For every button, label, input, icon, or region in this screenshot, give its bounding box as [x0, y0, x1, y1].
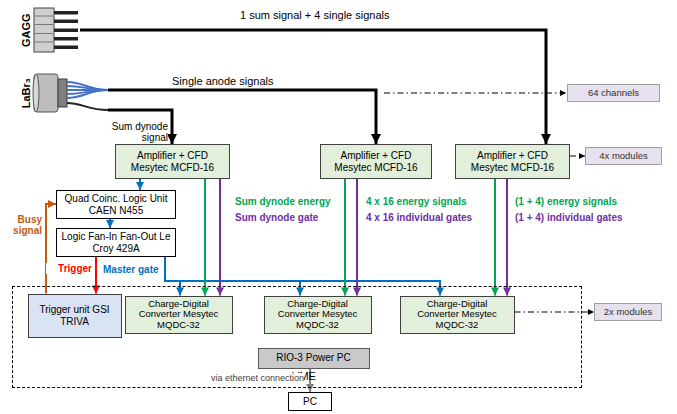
- signal-connector: [219, 179, 221, 296]
- box-label: Amplifier + CFD Mesytec MCFD-16: [125, 150, 221, 172]
- connector-group: [46, 30, 594, 392]
- signal-label: Sum dynode gate: [235, 212, 318, 223]
- signal-label: Trigger: [46, 263, 92, 274]
- logic-unit-box: Logic Fan-In Fan-Out Le Croy 429A: [56, 228, 176, 257]
- readout-pin: [54, 29, 78, 33]
- signal-label: 4 x 16 individual gates: [366, 212, 472, 223]
- note-label: 4x modules: [599, 151, 648, 162]
- signal-connector: [506, 179, 508, 296]
- signal-label: Single anode signals: [172, 75, 274, 87]
- pc-box: PC: [288, 392, 332, 411]
- box-label: Amplifier + CFD Mesytec MCFD-16: [328, 150, 424, 172]
- signal-label: 4 x 16 energy signals: [366, 196, 467, 207]
- signal-connector: [165, 257, 300, 296]
- signal-connector: [95, 257, 97, 294]
- box-label: PC: [303, 396, 317, 407]
- signal-connector: [494, 179, 496, 296]
- module-leader: [570, 155, 585, 156]
- note-label: 2x modules: [604, 307, 653, 318]
- detector-label: LaBr₃: [20, 47, 32, 139]
- readout-pin: [54, 11, 78, 15]
- signal-connector: [204, 179, 206, 296]
- crystal-layer: [35, 42, 53, 43]
- note-box: 64 channels: [567, 84, 660, 102]
- anode-cable: [67, 90, 108, 98]
- box-label: Charge-Digital Converter Mesytec MQDC-32: [272, 299, 364, 331]
- signal-connector: [46, 204, 56, 294]
- dynode-cable: [67, 103, 108, 110]
- converter-box: Charge-Digital Converter Mesytec MQDC-32: [125, 296, 233, 334]
- module-leader: [515, 311, 595, 312]
- trigger-box: Trigger unit GSI TRIVA: [28, 294, 122, 338]
- readout-pin: [54, 20, 78, 24]
- signal-connector: [109, 219, 111, 228]
- signal-label: Sum dynode energy: [235, 196, 331, 207]
- amplifier-box: Amplifier + CFD Mesytec MCFD-16: [320, 144, 432, 179]
- note-label: 64 channels: [588, 88, 639, 99]
- amplifier-box: Amplifier + CFD Mesytec MCFD-16: [115, 144, 230, 179]
- signal-label: via ethernet connection: [196, 373, 304, 383]
- signal-connector: [344, 179, 346, 296]
- signal-label: Busy signal: [2, 214, 42, 236]
- converter-box: Charge-Digital Converter Mesytec MQDC-32: [264, 296, 372, 334]
- crystal-face: [33, 74, 39, 112]
- signal-connector: [165, 257, 180, 296]
- crystal-layer: [35, 33, 53, 34]
- signal-label: (1 + 4) energy signals: [515, 196, 617, 207]
- logic-unit-box: Quad Coinc. Logic Unit CAEN N455: [56, 190, 176, 219]
- box-label: Quad Coinc. Logic Unit CAEN N455: [60, 193, 172, 215]
- note-box: 2x modules: [594, 303, 662, 321]
- signal-label: Sum dynode signal: [104, 121, 168, 143]
- crystal-layer: [35, 24, 53, 25]
- signal-connector: [139, 179, 141, 190]
- crate-label: VME: [19, 370, 589, 382]
- signal-label: Master gate: [103, 264, 159, 275]
- pmt-connector: [58, 79, 67, 107]
- box-label: Charge-Digital Converter Mesytec MQDC-32: [133, 299, 225, 331]
- readout-pin: [54, 37, 78, 41]
- crystal-housing: [34, 74, 58, 112]
- channel-leader: [384, 92, 566, 93]
- signal-connector: [356, 179, 358, 296]
- signal-connector: [165, 257, 440, 296]
- amplifier-box: Amplifier + CFD Mesytec MCFD-16: [455, 144, 570, 179]
- crystal-body: [34, 8, 54, 52]
- signal-label: (1 + 4) individual gates: [515, 212, 623, 223]
- box-label: RIO-3 Power PC: [276, 352, 350, 363]
- readout-pin: [54, 46, 78, 50]
- note-box: 4x modules: [585, 147, 662, 165]
- box-label: Charge-Digital Converter Mesytec MQDC-32: [411, 299, 503, 331]
- signal-connector: [80, 30, 546, 144]
- detector-figure: GAGG: [18, 5, 80, 55]
- detector-figure: LaBr₃: [18, 66, 108, 120]
- converter-box: Charge-Digital Converter Mesytec MQDC-32: [400, 296, 515, 334]
- box-label: Logic Fan-In Fan-Out Le Croy 429A: [60, 231, 172, 253]
- cpu-box: RIO-3 Power PC: [258, 348, 370, 369]
- crystal-layer: [35, 16, 53, 17]
- detector-label: GAGG: [20, 0, 32, 62]
- box-label: Amplifier + CFD Mesytec MCFD-16: [465, 150, 561, 172]
- box-label: Trigger unit GSI TRIVA: [39, 304, 111, 326]
- anode-cable: [67, 82, 108, 90]
- signal-label: 1 sum signal + 4 single signals: [240, 9, 390, 21]
